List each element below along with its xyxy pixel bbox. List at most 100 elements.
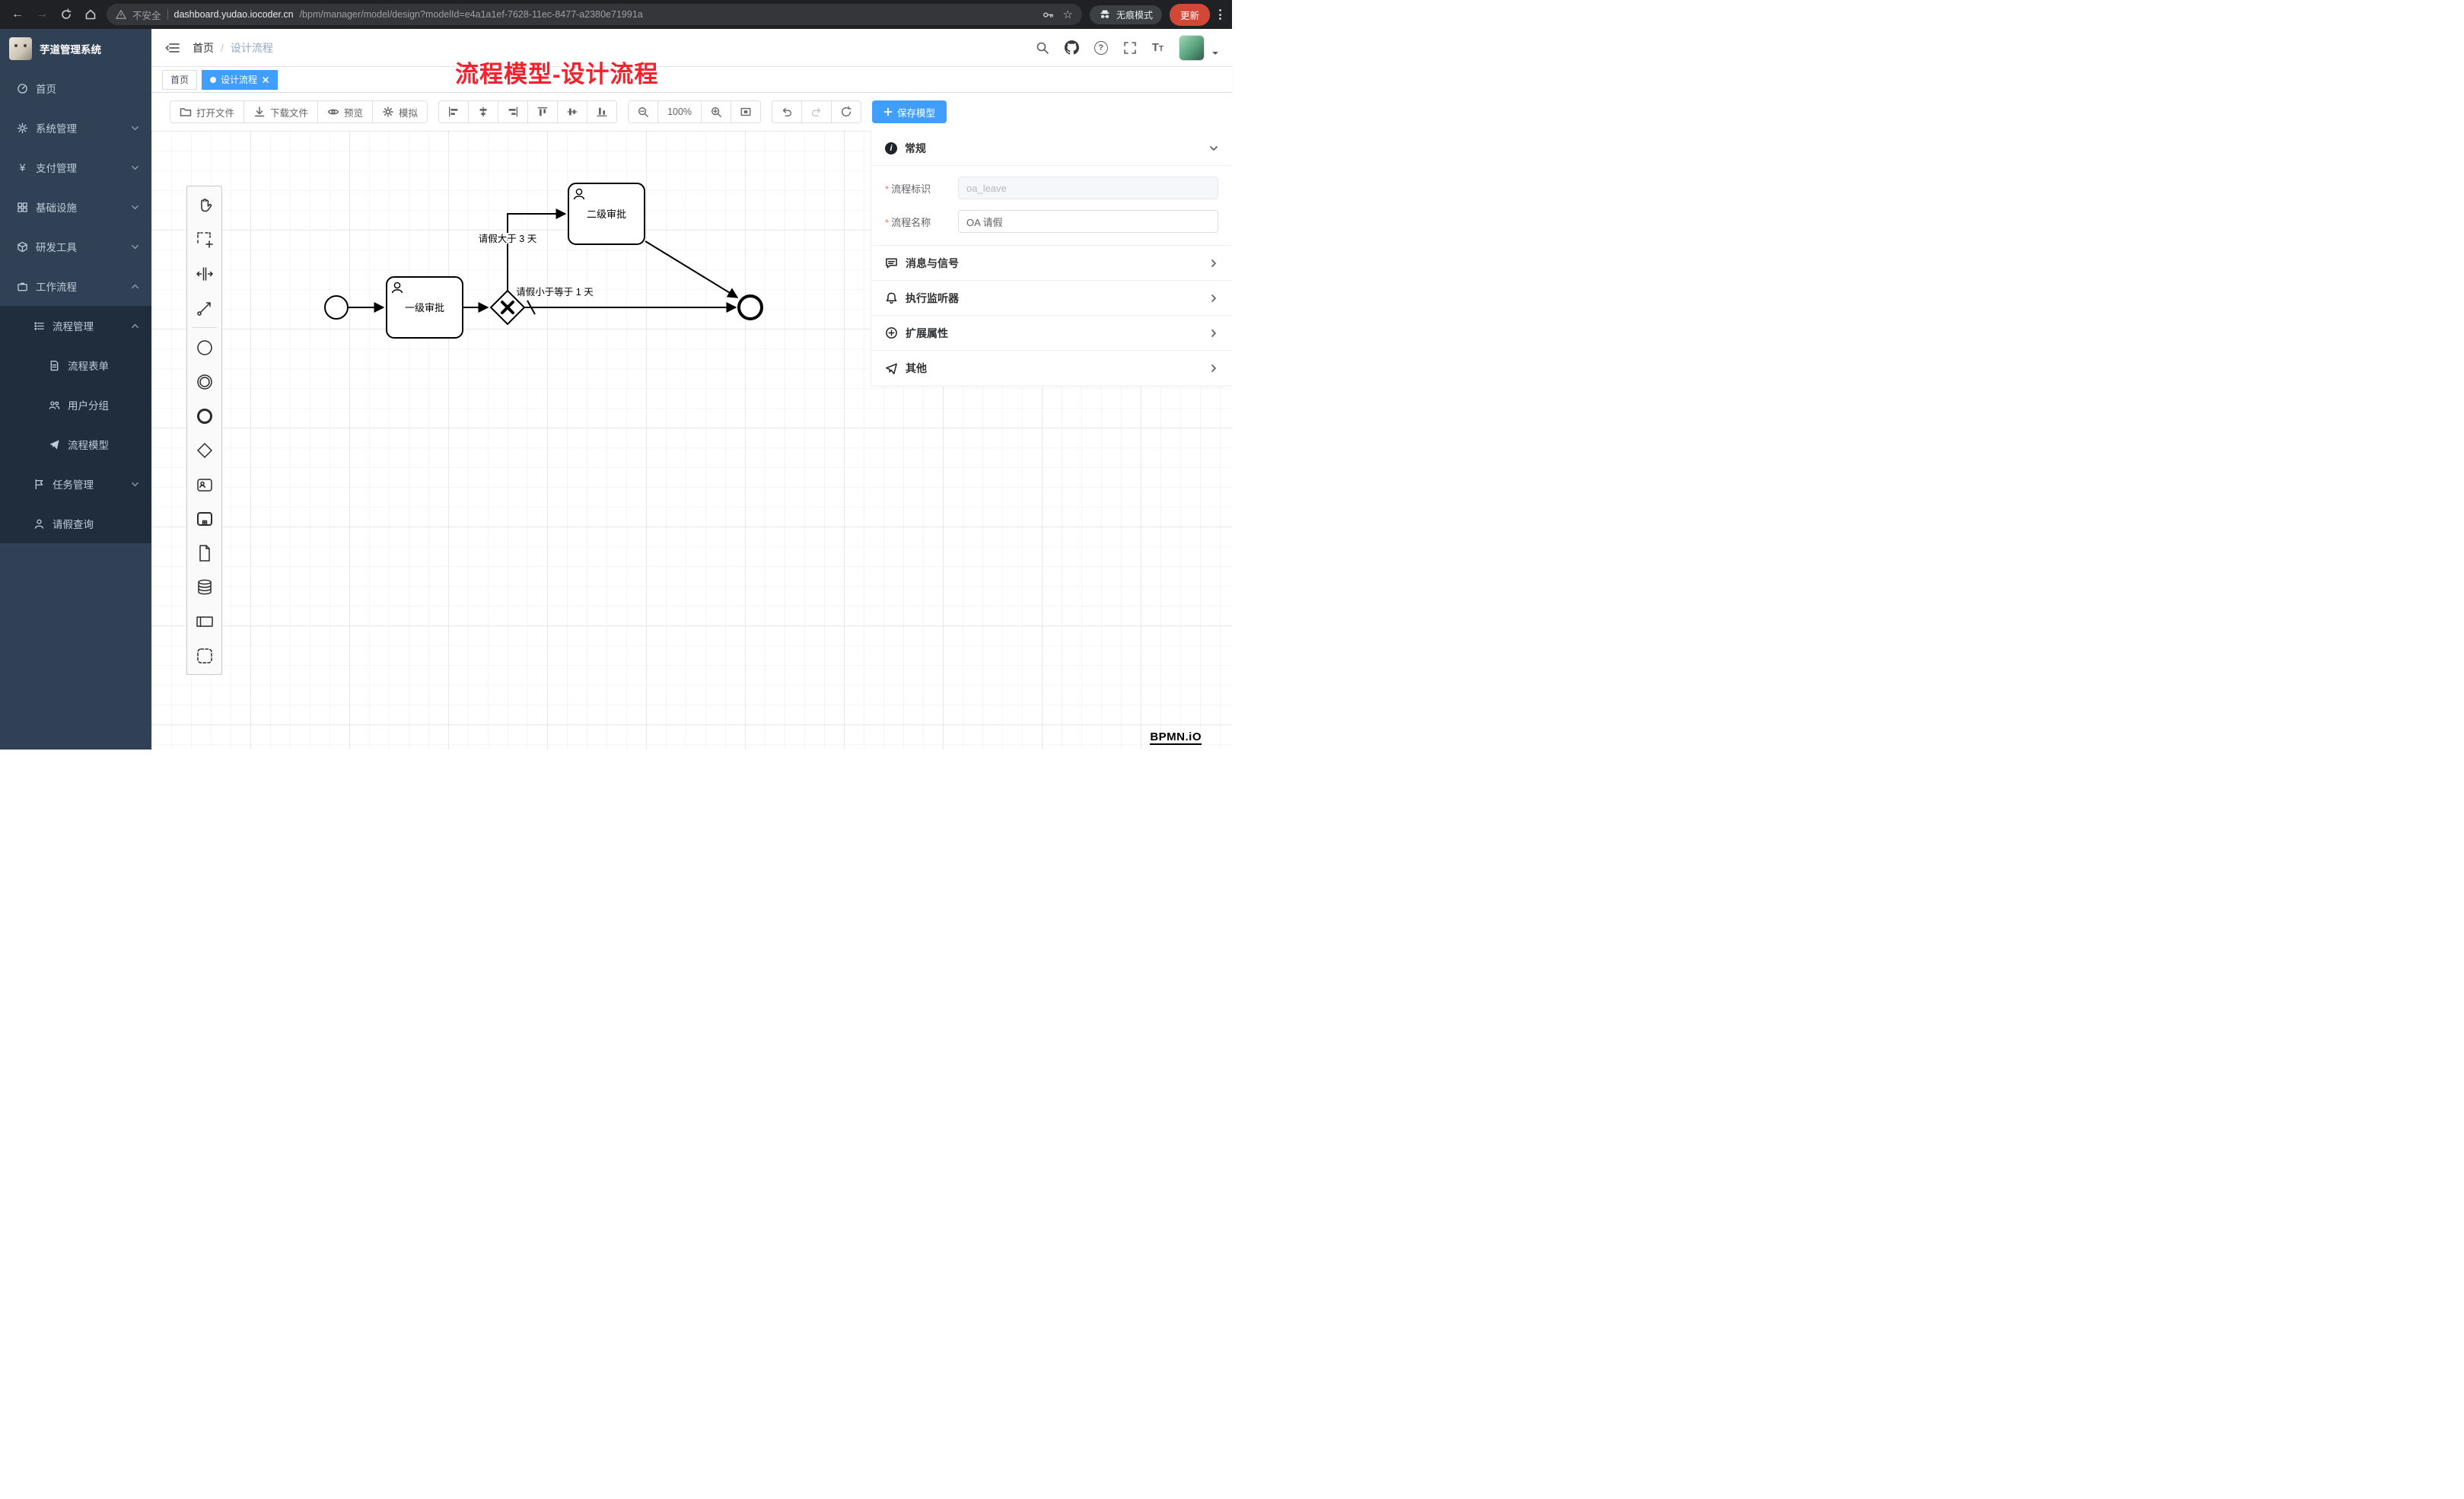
tab-design-process[interactable]: 设计流程	[202, 69, 279, 90]
create-data-store[interactable]	[187, 570, 221, 604]
align-bottom-button[interactable]	[587, 100, 618, 123]
back-icon[interactable]: ←	[11, 8, 24, 21]
zoom-in-button[interactable]	[701, 100, 732, 123]
create-end-event[interactable]	[187, 399, 221, 433]
breadcrumb-home[interactable]: 首页	[193, 41, 214, 54]
task-second-approval[interactable]: 二级审批	[568, 183, 645, 245]
bookmark-star-icon[interactable]	[1063, 8, 1073, 21]
create-intermediate-event[interactable]	[187, 364, 221, 399]
create-start-event[interactable]	[187, 330, 221, 364]
help-icon[interactable]	[1094, 40, 1108, 55]
task-first-approval[interactable]: 一级审批	[386, 276, 463, 339]
tab-home[interactable]: 首页	[162, 69, 198, 90]
exclusive-gateway[interactable]	[489, 289, 526, 326]
close-icon[interactable]	[262, 76, 269, 84]
avatar[interactable]	[1179, 34, 1205, 61]
align-center-button[interactable]	[468, 100, 499, 123]
global-connect-tool[interactable]	[187, 291, 221, 325]
space-tool[interactable]	[187, 256, 221, 291]
restart-button[interactable]	[831, 100, 862, 123]
zoom-level-button[interactable]: 100%	[657, 100, 702, 123]
app-logo[interactable]: 芋道管理系统	[0, 29, 151, 68]
align-top-button[interactable]	[527, 100, 559, 123]
section-general[interactable]: 常规	[871, 131, 1232, 166]
sidebar-item-payment[interactable]: 支付管理	[0, 148, 151, 187]
create-group[interactable]	[187, 638, 221, 673]
download-file-button[interactable]: 下载文件	[244, 100, 319, 123]
search-icon[interactable]	[1036, 41, 1049, 55]
tags-view-bar: 首页 设计流程	[151, 67, 1232, 93]
create-gateway[interactable]	[187, 433, 221, 467]
group-icon	[196, 648, 212, 664]
sidebar-item-process-form[interactable]: 流程表单	[0, 345, 151, 385]
security-label[interactable]: 不安全	[132, 10, 161, 21]
end-event-icon	[196, 408, 212, 424]
simulate-button[interactable]: 模拟	[372, 100, 428, 123]
sidebar-item-home[interactable]: 首页	[0, 68, 151, 108]
redo-button[interactable]	[801, 100, 832, 123]
fullscreen-icon[interactable]	[1123, 41, 1137, 55]
sidebar-item-process-management[interactable]: 流程管理	[0, 306, 151, 345]
preview-button[interactable]: 预览	[317, 100, 374, 123]
open-file-button[interactable]: 打开文件	[170, 100, 245, 123]
chevron-up-icon	[132, 284, 138, 288]
edge-label-gt3[interactable]: 请假大于 3 天	[477, 232, 539, 246]
address-bar[interactable]: 不安全 dashboard.yudao.iocoder.cn/bpm/manag…	[107, 4, 1082, 25]
sidebar-item-leave-query[interactable]: 请假查询	[0, 504, 151, 543]
reload-icon[interactable]	[58, 6, 75, 23]
section-title: 其他	[906, 362, 927, 374]
process-name-input[interactable]	[958, 210, 1218, 233]
align-left-button[interactable]	[438, 100, 470, 123]
sidebar-item-process-model[interactable]: 流程模型	[0, 425, 151, 464]
sidebar-item-system[interactable]: 系统管理	[0, 108, 151, 148]
section-other[interactable]: 其他	[871, 351, 1232, 386]
sidebar-item-workflow[interactable]: 工作流程	[0, 266, 151, 306]
section-extended-attributes[interactable]: 扩展属性	[871, 316, 1232, 351]
font-size-icon[interactable]	[1152, 41, 1164, 54]
hand-tool[interactable]	[187, 188, 221, 222]
start-event[interactable]	[324, 295, 349, 320]
zoom-fit-button[interactable]	[731, 100, 762, 123]
create-user-task[interactable]	[187, 467, 221, 501]
create-data-object[interactable]	[187, 536, 221, 570]
section-execution-listener[interactable]: 执行监听器	[871, 281, 1232, 316]
create-call-activity[interactable]	[187, 501, 221, 536]
align-middle-button[interactable]	[557, 100, 588, 123]
default-flow-marker	[527, 300, 536, 315]
sidebar-item-devtools[interactable]: 研发工具	[0, 227, 151, 266]
flow-gateway-to-task2[interactable]	[507, 208, 567, 291]
bpmn-toolbar: 打开文件 下载文件 预览 模拟	[151, 93, 1232, 131]
edge-label-lte1[interactable]: 请假小于等于 1 天	[514, 285, 595, 299]
sidebar-item-infrastructure[interactable]: 基础设施	[0, 187, 151, 227]
bpmn-io-logo[interactable]: BPMN.iO	[1150, 730, 1202, 745]
breadcrumb-separator: /	[221, 41, 224, 54]
lasso-tool[interactable]	[187, 222, 221, 256]
sidebar-item-label: 基础设施	[36, 202, 77, 214]
users-icon	[49, 400, 60, 409]
bpmn-diagram: 一级审批 二级审批 请假大于 3 天 请假小于等于 1 天	[324, 183, 763, 339]
sidebar-item-task-management[interactable]: 任务管理	[0, 464, 151, 504]
zoom-out-button[interactable]	[628, 100, 659, 123]
create-participant[interactable]	[187, 604, 221, 638]
sidebar-item-label: 请假查询	[53, 519, 94, 530]
forward-icon[interactable]: →	[36, 8, 48, 21]
key-icon[interactable]	[1043, 9, 1054, 21]
end-event[interactable]	[737, 294, 763, 320]
intermediate-event-icon	[196, 374, 212, 390]
dashboard-icon	[18, 83, 27, 94]
bpmn-canvas[interactable]: 一级审批 二级审批 请假大于 3 天 请假小于等于 1 天	[151, 131, 1232, 750]
github-icon[interactable]	[1064, 40, 1079, 55]
undo-button[interactable]	[772, 100, 803, 123]
avatar-caret-icon[interactable]	[1212, 51, 1218, 58]
align-right-button[interactable]	[498, 100, 529, 123]
url-host: dashboard.yudao.iocoder.cn	[173, 9, 294, 20]
sidebar-item-user-group[interactable]: 用户分组	[0, 385, 151, 425]
user-task-icon	[573, 188, 585, 200]
collapse-sidebar-icon[interactable]	[165, 40, 180, 56]
browser-menu-icon[interactable]	[1218, 8, 1223, 21]
home-icon[interactable]	[82, 6, 99, 23]
save-model-button[interactable]: 保存模型	[872, 100, 947, 123]
section-messages-signals[interactable]: 消息与信号	[871, 246, 1232, 281]
flow-task2-to-end[interactable]	[645, 240, 739, 298]
update-button[interactable]: 更新	[1169, 3, 1210, 26]
